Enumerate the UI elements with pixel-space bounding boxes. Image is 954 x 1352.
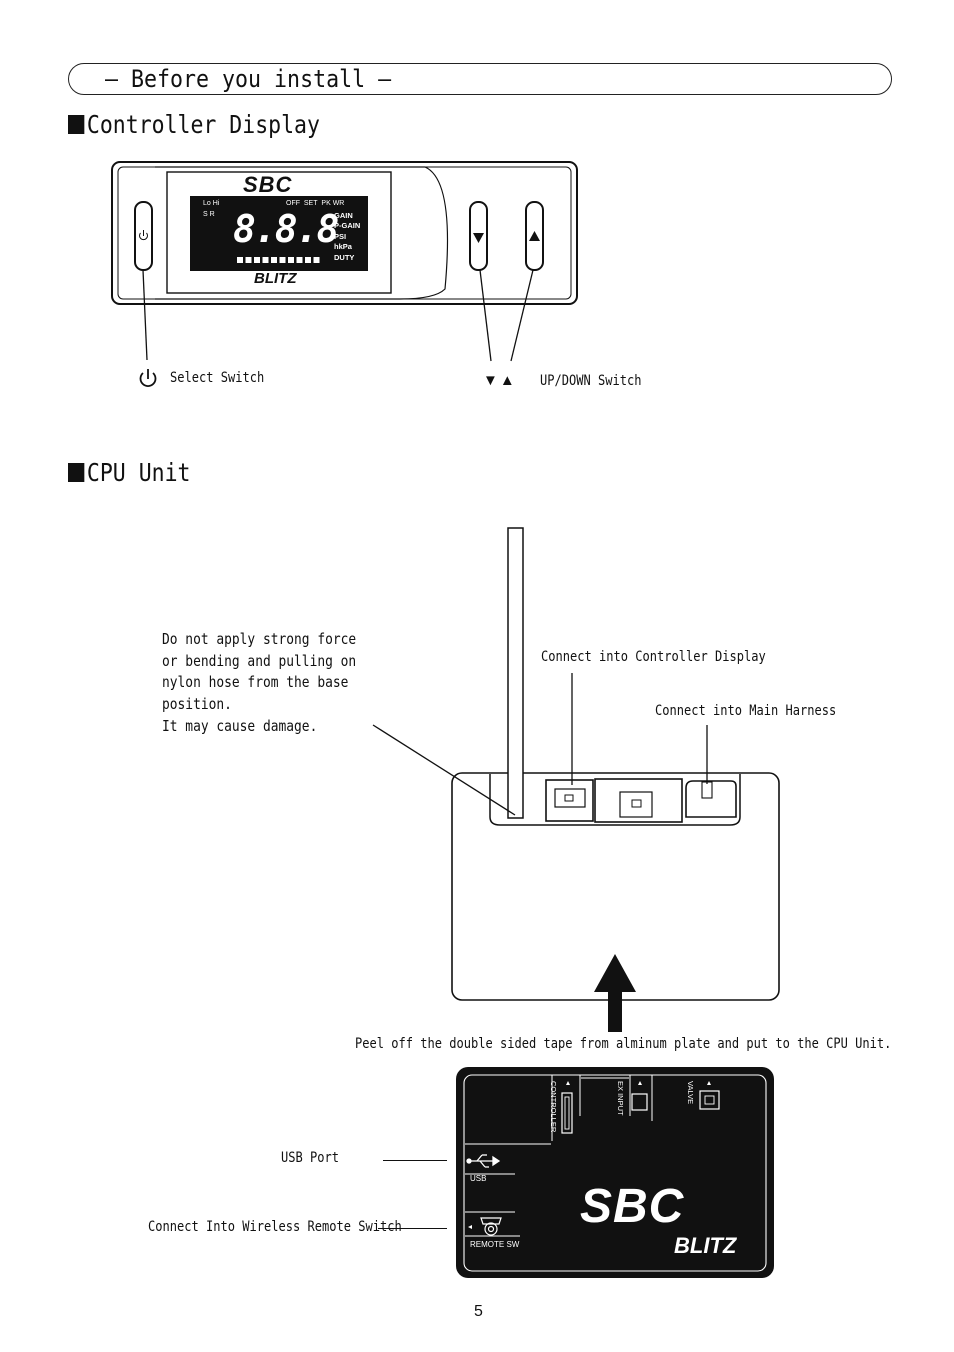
usb-label: USB (470, 1174, 487, 1183)
cpu-back-plate (456, 1067, 774, 1278)
controller-display-illustration (111, 161, 578, 362)
lcd-small-labels: S R (203, 211, 215, 218)
controller-sbc-logo: SBC (243, 172, 293, 197)
power-icon (139, 369, 157, 387)
cpu-unit-heading: CPU Unit (68, 458, 190, 487)
connect-controller-label: Connect into Controller Display (541, 649, 766, 665)
plate-sbc-logo: SBC (580, 1180, 685, 1233)
remote-switch-icon (480, 1217, 502, 1236)
banner-title: — Before you install — (105, 65, 392, 93)
up-arrow-icon (594, 954, 636, 1032)
plate-brand-logo: BLITZ (674, 1233, 737, 1258)
port-ex-input-label: EX INPUT (616, 1081, 625, 1116)
updown-arrow-icons: ▼▲ (483, 372, 517, 389)
port-valve-label: VALVE (686, 1081, 695, 1105)
page-number: 5 (474, 1303, 483, 1320)
usb-icon (466, 1154, 501, 1168)
lcd-digits: 8.8.8 (233, 207, 339, 251)
port-controller-label: CONTROLLER (549, 1081, 558, 1133)
lcd-left-top-labels: Lo Hi (203, 200, 220, 207)
remote-leader-line (378, 1228, 447, 1229)
lcd-bar-graph (237, 257, 320, 263)
power-icon (139, 230, 148, 241)
usb-port-label: USB Port (281, 1150, 339, 1166)
connect-harness-label: Connect into Main Harness (655, 703, 837, 719)
lcd-side-labels: GAIN P-GAIN PSI hkPa DUTY (334, 211, 361, 262)
section-banner: — Before you install — (68, 63, 892, 95)
tape-note: Peel off the double sided tape from almi… (355, 1036, 892, 1052)
select-switch-label: Select Switch (170, 370, 265, 386)
hose-warning-note: Do not apply strong force or bending and… (162, 630, 357, 735)
square-bullet-icon (68, 115, 85, 134)
controller-brand-logo: BLITZ (254, 270, 297, 287)
controller-display-heading: Controller Display (68, 110, 320, 139)
square-bullet-icon (68, 463, 85, 482)
remote-switch-label: Connect Into Wireless Remote Switch (148, 1219, 402, 1235)
updown-switch-label: UP/DOWN Switch (540, 373, 642, 389)
cpu-unit-illustration (372, 527, 780, 1032)
usb-leader-line (383, 1160, 447, 1161)
remote-sw-label: REMOTE SW (470, 1240, 520, 1249)
lcd-mode-labels: OFF SET PK WR (286, 200, 345, 207)
